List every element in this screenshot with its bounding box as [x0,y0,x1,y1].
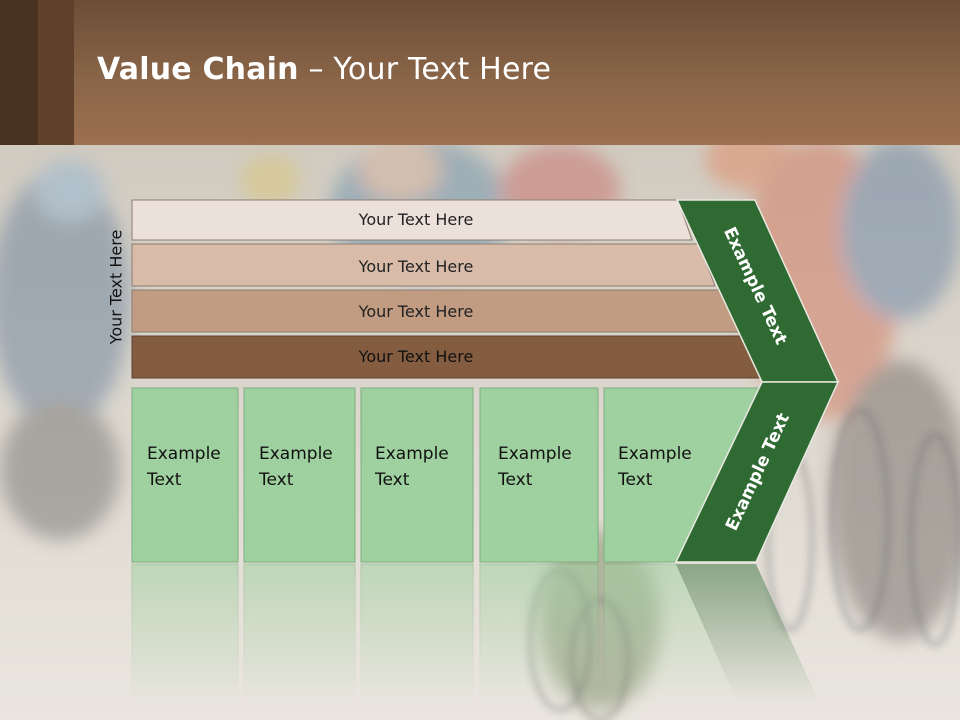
box-1-line1: Example [147,444,221,464]
row-1-label: Your Text Here [358,210,474,229]
box-3-line1: Example [375,444,449,464]
box-4-line1: Example [498,444,572,464]
box-3-line2: Text [374,470,410,490]
box-5-line2: Text [617,470,653,490]
chevron-lower-arm [674,381,840,563]
slide-title-rest: – Your Text Here [298,52,552,87]
row-2-label: Your Text Here [358,257,474,276]
header-band [0,0,960,145]
margin-chevron: Example Text Example Text [674,199,840,563]
row-1-band [131,199,693,241]
reflection-box [479,563,599,720]
slide-title-bold: Value Chain [97,52,299,87]
diagram-reflection [131,563,828,720]
box-3 [360,387,474,563]
box-2-line1: Example [259,444,333,464]
reflection-box [131,563,239,720]
box-4-line2: Text [497,470,533,490]
box-5-line1: Example [618,444,692,464]
reflection-box [360,563,474,720]
box-1-line2: Text [146,470,182,490]
row-2-band [131,243,716,287]
activity-boxes: Example Text Example Text Example Text E… [131,387,760,563]
row-4-label: Your Text Here [358,347,474,366]
box-2 [243,387,356,563]
box-1 [131,387,239,563]
reflection-box [243,563,356,720]
activity-rows: Your Text Here Your Text Here Your Text … [131,199,765,379]
header-accent-strip-secondary [38,0,74,145]
slide-title: Value Chain – Your Text Here [97,52,551,87]
box-2-line2: Text [258,470,294,490]
box-4 [479,387,599,563]
header-accent-strip [0,0,38,145]
row-3-label: Your Text Here [358,302,474,321]
